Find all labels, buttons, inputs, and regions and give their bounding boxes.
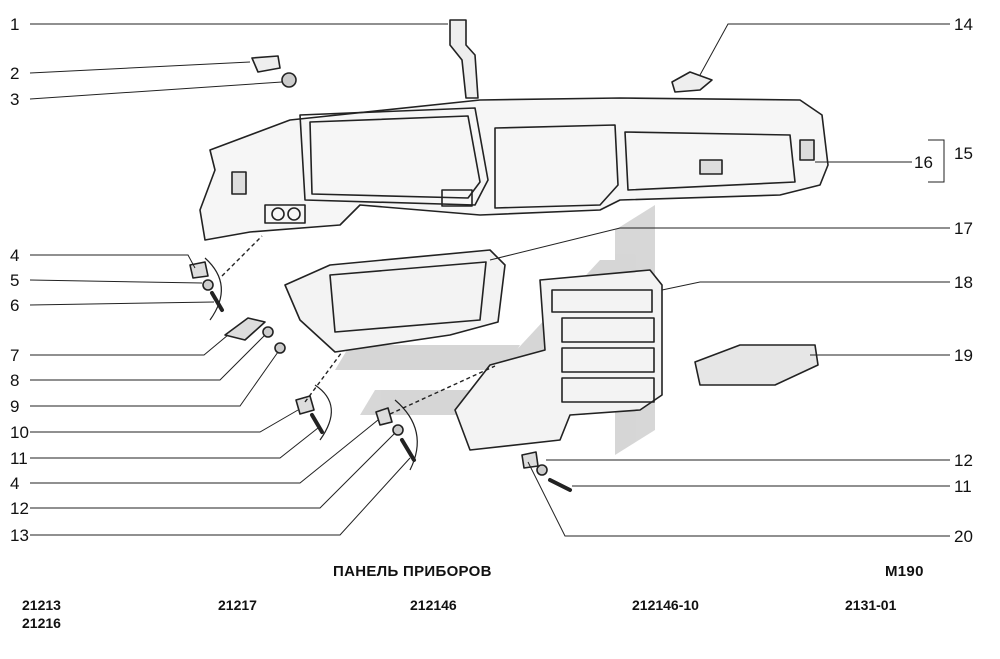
clip-14 xyxy=(671,71,713,93)
callout-10: 10 xyxy=(10,423,29,442)
leader-5 xyxy=(29,279,203,284)
leader-11a xyxy=(30,427,319,459)
leader-14 xyxy=(699,23,950,76)
nut-3 xyxy=(281,72,297,88)
callout-1: 1 xyxy=(10,15,20,34)
cluster-hood-window xyxy=(329,261,487,333)
leader-9 xyxy=(30,351,279,407)
model-label-21216: 21216 xyxy=(22,615,61,631)
assembly-arrow-2 xyxy=(304,351,343,403)
console-slot-4 xyxy=(561,377,655,403)
leader-17 xyxy=(489,227,950,261)
leader-4a xyxy=(30,254,196,269)
callout-7: 7 xyxy=(10,346,20,365)
leader-2 xyxy=(29,61,251,74)
callout-8: 8 xyxy=(10,371,20,390)
clip-10 xyxy=(295,395,315,415)
screw-13 xyxy=(400,438,416,462)
leader-10 xyxy=(30,409,299,433)
dashboard-vent-left xyxy=(231,171,247,195)
callout-11b: 11 xyxy=(954,477,972,496)
leader-8 xyxy=(30,335,265,381)
leader-4b xyxy=(30,419,379,484)
callout-6: 6 xyxy=(10,296,20,315)
mount-arc-1 xyxy=(204,257,222,321)
callout-5: 5 xyxy=(10,271,20,290)
dashboard-knob-1 xyxy=(271,207,285,221)
clip-4a xyxy=(189,261,209,279)
callout-4a: 4 xyxy=(10,246,20,265)
assembly-arrow-3 xyxy=(389,365,496,415)
callout-4b: 4 xyxy=(10,474,20,493)
callout-2: 2 xyxy=(10,64,20,83)
dashboard-switch xyxy=(699,159,723,175)
mount-arc-2 xyxy=(314,384,332,441)
screw-6 xyxy=(210,291,224,312)
callout-15: 15 xyxy=(954,144,973,163)
washer-12a xyxy=(392,424,404,436)
callout-3: 3 xyxy=(10,90,20,109)
bracket-7 xyxy=(224,317,266,341)
diagram-title: ПАНЕЛЬ ПРИБОРОВ xyxy=(333,563,492,580)
screw-11a xyxy=(310,413,324,434)
callout-19: 19 xyxy=(954,346,973,365)
clip-2 xyxy=(251,55,281,73)
washer-5 xyxy=(202,279,214,291)
model-label-21217: 21217 xyxy=(218,597,257,613)
dashboard-right-section xyxy=(624,131,796,191)
dashboard-lower-switches xyxy=(264,204,306,224)
dashboard-cluster-opening xyxy=(299,107,489,206)
console-slot-1 xyxy=(551,289,653,313)
callout-12a: 12 xyxy=(10,499,29,518)
callout-16: 16 xyxy=(914,153,933,172)
dashboard-center-opening xyxy=(494,124,619,209)
exploded-parts-diagram xyxy=(29,19,950,537)
washer-12b xyxy=(536,464,548,476)
center-console-18 xyxy=(454,269,663,451)
dashboard-vent-right xyxy=(799,139,815,161)
assembly-arrow-1 xyxy=(221,235,263,277)
nut-9 xyxy=(274,342,286,354)
callout-9: 9 xyxy=(10,397,20,416)
model-label-2131-01: 2131-01 xyxy=(845,597,897,613)
dashboard-panel xyxy=(199,97,829,241)
bracket-1 xyxy=(449,19,479,99)
leader-18 xyxy=(661,281,950,291)
leader-13 xyxy=(30,457,411,536)
callout-11a: 11 xyxy=(10,449,28,468)
washer-8 xyxy=(262,326,274,338)
model-label-21213: 21213 xyxy=(22,597,61,613)
leader-6 xyxy=(29,301,215,306)
leader-12a xyxy=(30,433,395,509)
clip-4b xyxy=(375,407,393,426)
screw-11b xyxy=(548,478,572,492)
console-slot-2 xyxy=(561,317,655,343)
callout-13: 13 xyxy=(10,526,29,545)
dashboard-cluster-inner xyxy=(309,115,481,199)
model-label-212146-10: 212146-10 xyxy=(632,597,699,613)
mount-arc-3 xyxy=(394,399,418,471)
diagram-code: M190 xyxy=(885,563,924,580)
cluster-hood-17 xyxy=(284,249,506,353)
callout-17: 17 xyxy=(954,219,973,238)
dashboard-switch-block xyxy=(441,189,473,207)
leader-7 xyxy=(30,334,229,356)
console-slot-3 xyxy=(561,347,655,373)
bracket-15 xyxy=(928,139,945,183)
callout-14: 14 xyxy=(954,15,973,34)
leader-3 xyxy=(29,81,283,100)
callout-12b: 12 xyxy=(954,451,973,470)
tray-19 xyxy=(694,344,819,386)
callout-18: 18 xyxy=(954,273,973,292)
callout-20: 20 xyxy=(954,527,973,546)
model-label-212146: 212146 xyxy=(410,597,457,613)
leader-20 xyxy=(527,461,950,537)
dashboard-knob-2 xyxy=(287,207,301,221)
